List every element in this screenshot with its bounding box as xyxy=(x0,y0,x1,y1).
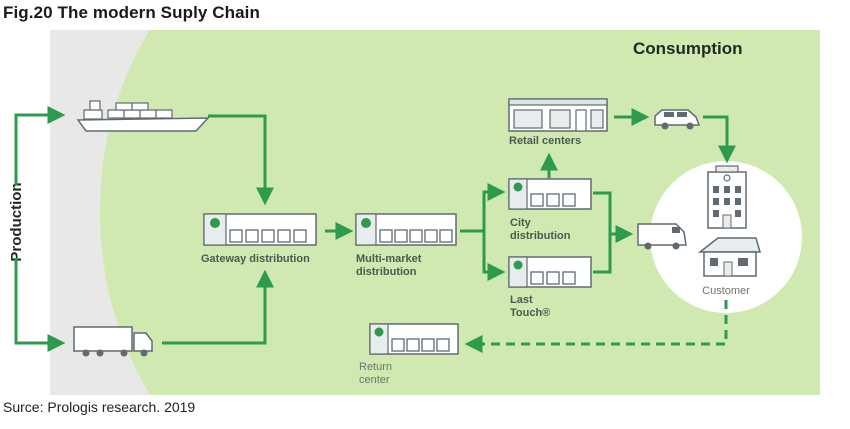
multimarket-label-line1: Multi-market xyxy=(356,253,422,265)
lasttouch-label-line2: Touch® xyxy=(510,307,550,319)
ship-to-gateway-arrow xyxy=(208,114,274,206)
multimarket-to-city-arrow xyxy=(460,183,506,233)
car-icon xyxy=(654,109,701,130)
city-distribution-icon xyxy=(508,178,592,210)
office-building-icon xyxy=(707,165,747,229)
lasttouch-label-line1: Last xyxy=(510,294,533,306)
gateway-label: Gateway distribution xyxy=(201,253,310,265)
source-note: Surce: Prologis research. 2019 xyxy=(3,399,196,415)
figure-title: Fig.20 The modern Suply Chain xyxy=(3,3,260,22)
production-to-truck-arrow xyxy=(14,258,66,352)
car-to-customer-arrow xyxy=(703,115,736,164)
production-to-ship-arrow xyxy=(14,106,66,185)
city-to-van-line xyxy=(593,191,612,234)
truck-to-gateway-arrow xyxy=(162,269,274,345)
customer-to-return-arrow xyxy=(464,300,728,353)
consumption-label: Consumption xyxy=(633,39,743,58)
ship-icon xyxy=(76,100,210,132)
return-center-icon xyxy=(369,323,459,355)
customer-label: Customer xyxy=(702,285,750,297)
multimarket-warehouse-icon xyxy=(355,213,457,246)
multimarket-to-lasttouch-arrow xyxy=(482,231,506,281)
van-icon xyxy=(637,223,687,250)
last-touch-icon xyxy=(508,256,592,288)
return-label-line2: center xyxy=(359,374,390,386)
house-icon xyxy=(697,237,761,277)
retail-store-icon xyxy=(508,98,608,132)
truck-icon xyxy=(73,326,153,357)
gateway-warehouse-icon xyxy=(203,213,317,246)
multimarket-label-line2: distribution xyxy=(356,266,417,278)
city-label-line1: City xyxy=(510,217,532,229)
retail-label: Retail centers xyxy=(509,135,581,147)
lasttouch-to-van-arrow xyxy=(593,225,634,274)
production-label: Production xyxy=(8,182,25,261)
customer-circle xyxy=(650,161,802,313)
return-label-line1: Return xyxy=(359,361,392,373)
city-label-line2: distribution xyxy=(510,230,571,242)
